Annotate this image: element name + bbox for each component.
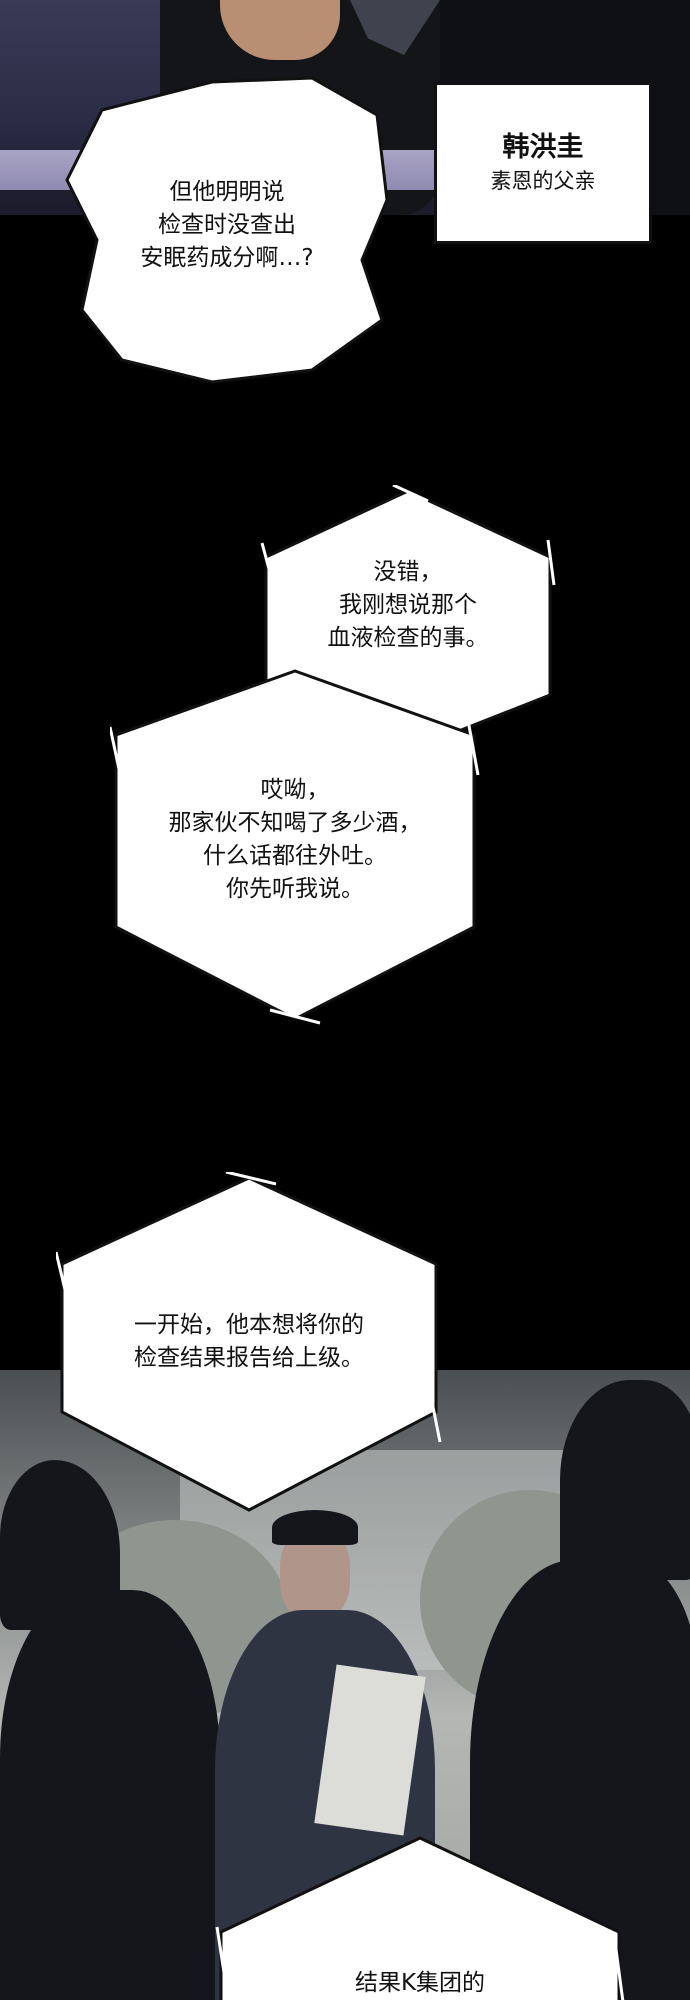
- left-figure-body: [0, 1590, 220, 2000]
- character-caption-box: 韩洪圭 素恩的父亲: [434, 82, 652, 244]
- caption-character-name: 韩洪圭: [502, 132, 584, 163]
- speech-bubble-4: 一开始，他本想将你的 检查结果报告给上级。: [56, 1172, 442, 1517]
- speech-bubble-3-shape: [110, 669, 480, 1025]
- speech-bubble-2-text: 没错， 我刚想说那个 血液检查的事。: [327, 558, 489, 651]
- right-figure-head: [560, 1380, 690, 1580]
- speech-bubble-5-shape: [215, 1836, 625, 2000]
- speech-bubble-5-text: 结果K集团的: [354, 1970, 486, 1996]
- speech-bubble-4-shape: [56, 1172, 442, 1512]
- center-figure-hair: [272, 1510, 358, 1545]
- speech-bubble-3: 哎呦， 那家伙不知喝了多少酒， 什么话都往外吐。 你先听我说。: [110, 665, 480, 1025]
- speech-bubble-1-shape: [65, 76, 389, 384]
- speech-bubble-1-text: 但他明明说 检查时没查出 安眠药成分啊…?: [140, 178, 314, 271]
- speech-bubble-1: 但他明明说 检查时没查出 安眠药成分啊…?: [62, 70, 392, 390]
- caption-character-role: 素恩的父亲: [490, 169, 596, 193]
- speech-bubble-4-text: 一开始，他本想将你的 检查结果报告给上级。: [134, 1312, 364, 1371]
- speech-bubble-5: 结果K集团的: [215, 1832, 625, 2000]
- speech-bubble-3-text: 哎呦， 那家伙不知喝了多少酒， 什么话都往外吐。 你先听我说。: [168, 777, 422, 902]
